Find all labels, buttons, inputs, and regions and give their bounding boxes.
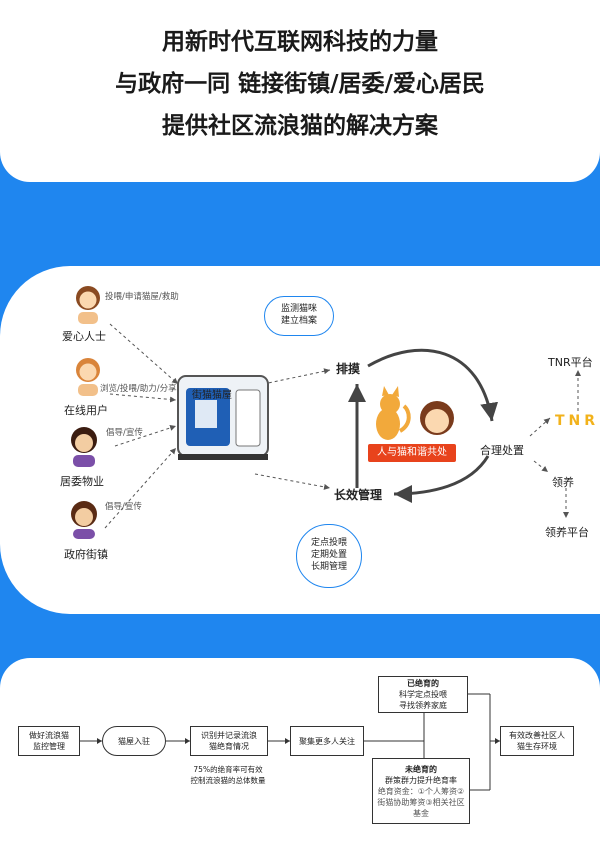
sterilized-line-1: 科学定点投喂 [399, 690, 447, 699]
tnr-logo: TNR [555, 413, 600, 429]
flow-box-identify-line-2: 猫绝育情况 [209, 742, 249, 751]
unsterilized-line-2: 绝育资金：①个人筹资② [377, 786, 465, 796]
avatar-property-icon [71, 427, 97, 467]
sterilized-line-2: 寻找领养家庭 [399, 701, 447, 710]
flow-box-house-text: 猫屋入驻 [118, 736, 150, 746]
adopt-label: 领养 [552, 476, 574, 489]
unsterilized-title: 未绝育的 [404, 764, 437, 774]
avatar-government-icon [71, 501, 97, 539]
sterilized-title: 已绝育的 [407, 679, 439, 688]
avatar-caring-person-icon [76, 286, 100, 324]
header-line-3: 提供社区流浪猫的解决方案 [162, 113, 438, 139]
flow-box-attention: 聚集更多人关注 [290, 726, 364, 756]
note-line-1: 75%的绝育率可有效 [193, 765, 263, 774]
flow-box-house: 猫屋入驻 [102, 726, 166, 756]
bubble-manage-line-2: 定期处置 [310, 550, 347, 560]
flow-box-improve-line-2: 猫生存环境 [517, 742, 557, 751]
actor-action-caring: 投喂/申请猫屋/救助 [105, 292, 179, 302]
flow-box-monitor: 做好流浪猫监控管理 [18, 726, 80, 756]
harmony-banner: 人与猫和谐共处 [368, 444, 456, 462]
bubble-manage: 定点投喂 定期处置 长期管理 [296, 524, 362, 588]
process-arrows [80, 693, 500, 791]
bubble-monitor: 监测猫咪 建立档案 [264, 296, 334, 336]
actor-name-property: 居委物业 [60, 475, 104, 488]
flow-box-monitor-line-2: 监控管理 [33, 742, 65, 751]
flow-arrows [71, 286, 581, 539]
actor-name-caring: 爱心人士 [62, 330, 106, 343]
operation-panel: 爱心人士 投喂/申请猫屋/救助 在线用户 浏览/投喂/助力/分享 居委物业 倡导… [0, 266, 600, 614]
bubble-manage-line-3: 长期管理 [310, 562, 347, 572]
flow-box-attention-text: 聚集更多人关注 [299, 736, 355, 746]
flow-box-improve: 有效改善社区人猫生存环境 [500, 726, 574, 756]
bubble-manage-line-1: 定点投喂 [310, 538, 347, 548]
process-card: 做好流浪猫监控管理 猫屋入驻 识别并记录流浪猫绝育情况 聚集更多人关注 75%的… [0, 658, 600, 852]
header-card: 用新时代互联网科技的力量 与政府一同 链接街镇/居委/爱心居民 提供社区流浪猫的… [0, 0, 600, 182]
unsterilized-line-3: 街猫协助筹资③相关社区 [377, 797, 465, 807]
flow-box-improve-line-1: 有效改善社区人 [509, 731, 565, 740]
sterilization-note: 75%的绝育率可有效 控制流浪猫的总体数量 [178, 764, 278, 786]
house-label: 街猫猫屋 [192, 390, 232, 401]
cat-house-icon [177, 375, 269, 460]
actor-action-government: 倡导/宣传 [105, 502, 142, 512]
actor-name-online: 在线用户 [64, 404, 108, 417]
cat-icon [376, 386, 411, 440]
actor-name-government: 政府街镇 [64, 548, 108, 561]
flow-box-sterilized: 已绝育的科学定点投喂寻找领养家庭 [378, 676, 468, 713]
flow-box-monitor-line-1: 做好流浪猫 [29, 731, 69, 740]
actor-action-property: 倡导/宣传 [106, 428, 143, 438]
flow-box-identify-line-1: 识别并记录流浪 [201, 731, 257, 740]
node-long-term: 长效管理 [334, 488, 383, 502]
flow-box-identify: 识别并记录流浪猫绝育情况 [190, 726, 268, 756]
adopt-platform-label: 领养平台 [545, 526, 589, 539]
bubble-monitor-line-2: 建立档案 [280, 316, 317, 326]
actor-action-online: 浏览/投喂/助力/分享 [100, 384, 177, 394]
unsterilized-line-1: 群策群力提升绝育率 [384, 775, 457, 785]
woman-icon [420, 401, 454, 435]
node-survey: 排摸 [336, 362, 361, 376]
header-line-2: 与政府一同 链接街镇/居委/爱心居民 [115, 71, 485, 97]
note-line-2: 控制流浪猫的总体数量 [190, 776, 266, 785]
header-line-1: 用新时代互联网科技的力量 [162, 29, 438, 55]
unsterilized-line-4: 基金 [412, 808, 429, 818]
bubble-monitor-line-1: 监测猫咪 [280, 304, 317, 314]
tnr-platform-label: TNR平台 [548, 356, 593, 369]
handle-label: 合理处置 [480, 444, 524, 457]
avatar-online-user-icon [76, 358, 100, 396]
